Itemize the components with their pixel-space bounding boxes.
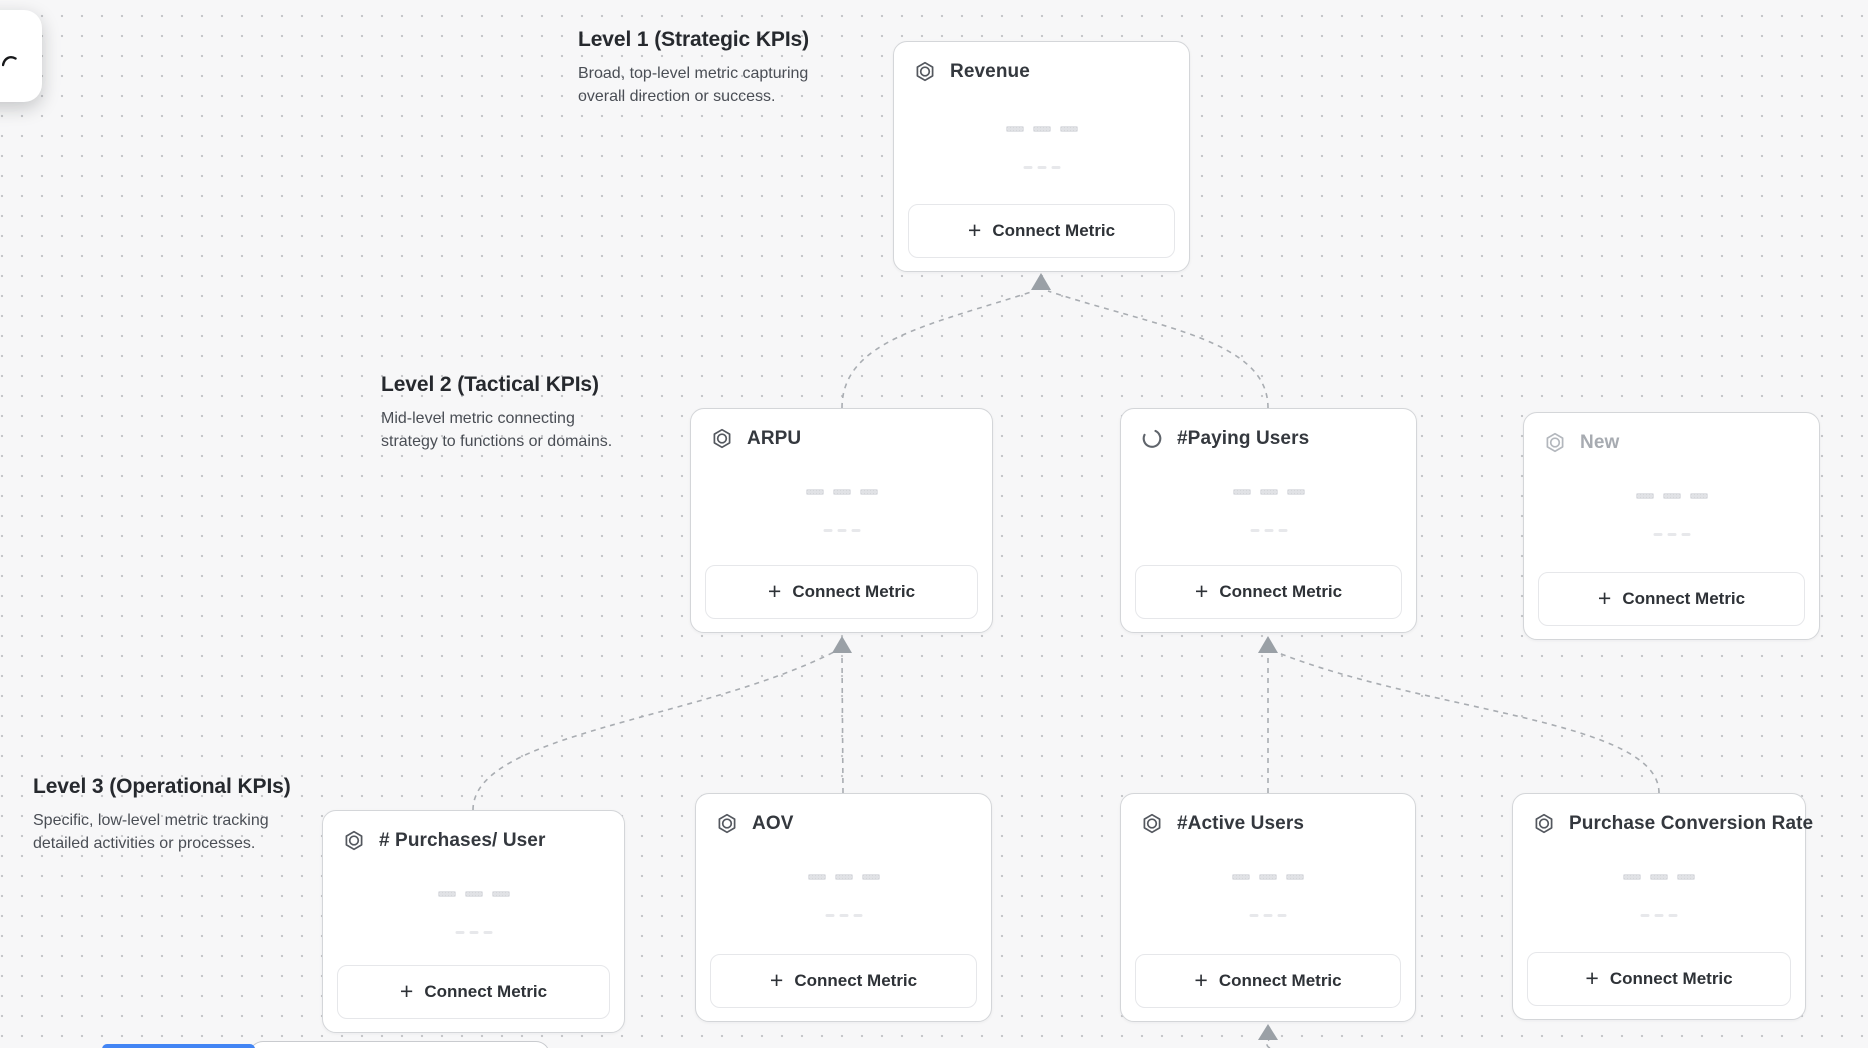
card-header: #Paying Users bbox=[1140, 427, 1309, 451]
metric-card-active-users[interactable]: #Active Users + Connect Metric bbox=[1120, 793, 1416, 1022]
connect-metric-button[interactable]: + Connect Metric bbox=[705, 565, 978, 619]
plus-icon: + bbox=[967, 216, 982, 243]
skeleton-bars bbox=[807, 874, 880, 880]
skeleton-bars bbox=[1232, 489, 1305, 495]
plus-icon: + bbox=[769, 966, 784, 993]
connect-metric-button[interactable]: + Connect Metric bbox=[1135, 954, 1401, 1008]
card-title: Revenue bbox=[950, 61, 1030, 82]
connect-metric-label: Connect Metric bbox=[992, 221, 1116, 240]
connect-metric-label: Connect Metric bbox=[1622, 589, 1746, 608]
metric-card-partial-bottom[interactable] bbox=[249, 1041, 550, 1048]
card-header: Revenue bbox=[913, 60, 1030, 84]
bottom-blue-indicator[interactable] bbox=[102, 1044, 255, 1048]
card-title: Purchase Conversion Rate bbox=[1569, 813, 1814, 834]
connect-metric-button[interactable]: + Connect Metric bbox=[1135, 565, 1402, 619]
metric-card-new[interactable]: New + Connect Metric bbox=[1523, 412, 1820, 640]
hexagon-badge-icon bbox=[1535, 813, 1553, 834]
level-3-title: Level 3 (Operational KPIs) bbox=[33, 775, 291, 798]
skeleton-bars bbox=[1232, 874, 1304, 880]
card-title: #Paying Users bbox=[1177, 428, 1310, 449]
plus-icon: + bbox=[1585, 964, 1599, 991]
plus-icon: + bbox=[1194, 966, 1208, 993]
card-title: AOV bbox=[752, 813, 794, 834]
spinner-icon bbox=[1142, 429, 1162, 448]
level-2-title: Level 2 (Tactical KPIs) bbox=[381, 373, 599, 396]
card-header: AOV bbox=[715, 812, 793, 836]
level-1-title: Level 1 (Strategic KPIs) bbox=[578, 28, 810, 51]
hexagon-badge-icon bbox=[1546, 432, 1564, 453]
skeleton-dashes bbox=[1250, 529, 1287, 532]
metric-card-aov[interactable]: AOV + Connect Metric bbox=[695, 793, 992, 1022]
skeleton-dashes bbox=[1249, 914, 1287, 917]
skeleton-dashes bbox=[1023, 166, 1060, 169]
metric-card-purchase-conversion-rate[interactable]: Purchase Conversion Rate + Connect Metri… bbox=[1512, 793, 1813, 1020]
skeleton-bars bbox=[1635, 493, 1708, 499]
plus-icon: + bbox=[399, 977, 414, 1004]
skeleton-dashes bbox=[823, 529, 860, 532]
card-header: #Active Users bbox=[1140, 812, 1304, 836]
card-title: #Active Users bbox=[1177, 813, 1304, 834]
card-title: ARPU bbox=[747, 428, 802, 449]
plus-icon: + bbox=[1597, 584, 1612, 611]
metric-card-paying-users[interactable]: #Paying Users + Connect Metric bbox=[1120, 408, 1417, 633]
connect-metric-label: Connect Metric bbox=[424, 982, 548, 1001]
level-3-label: Level 3 (Operational KPIs) Specific, low… bbox=[33, 775, 295, 855]
metric-card-arpu[interactable]: ARPU + Connect Metric bbox=[690, 408, 993, 633]
skeleton-bars bbox=[437, 891, 510, 897]
card-title: New bbox=[1580, 432, 1620, 453]
curved-arrow-icon bbox=[2, 56, 17, 67]
floating-panel[interactable] bbox=[0, 10, 42, 102]
card-header: # Purchases/ User bbox=[342, 829, 545, 853]
connect-metric-label: Connect Metric bbox=[1218, 971, 1342, 990]
level-1-label: Level 1 (Strategic KPIs) Broad, top-leve… bbox=[578, 28, 830, 108]
card-title: # Purchases/ User bbox=[379, 830, 546, 851]
card-header: New bbox=[1543, 431, 1619, 455]
metric-card-purchases-per-user[interactable]: # Purchases/ User + Connect Metric bbox=[322, 810, 625, 1033]
card-header: ARPU bbox=[710, 427, 801, 451]
hexagon-badge-icon bbox=[916, 61, 934, 82]
level-3-description: Specific, low-level metric tracking deta… bbox=[33, 812, 269, 853]
hexagon-badge-icon bbox=[345, 830, 363, 851]
connect-metric-label: Connect Metric bbox=[794, 971, 918, 990]
connect-metric-button[interactable]: + Connect Metric bbox=[710, 954, 977, 1008]
connect-metric-label: Connect Metric bbox=[1609, 969, 1733, 988]
plus-icon: + bbox=[1194, 577, 1209, 604]
connect-metric-button[interactable]: + Connect Metric bbox=[908, 204, 1175, 258]
level-1-description: Broad, top-level metric capturing overal… bbox=[578, 65, 809, 106]
skeleton-dashes bbox=[1640, 914, 1678, 917]
connect-metric-button[interactable]: + Connect Metric bbox=[1527, 952, 1791, 1006]
skeleton-dashes bbox=[825, 914, 862, 917]
skeleton-dashes bbox=[455, 931, 492, 934]
connect-metric-button[interactable]: + Connect Metric bbox=[337, 965, 610, 1019]
hexagon-badge-icon bbox=[718, 813, 736, 834]
level-2-label: Level 2 (Tactical KPIs) Mid-level metric… bbox=[381, 373, 627, 453]
level-2-description: Mid-level metric connecting strategy to … bbox=[381, 410, 613, 451]
hexagon-badge-icon bbox=[1143, 813, 1161, 834]
skeleton-dashes bbox=[1653, 533, 1690, 536]
connect-metric-button[interactable]: + Connect Metric bbox=[1538, 572, 1805, 626]
card-header: Purchase Conversion Rate bbox=[1532, 812, 1813, 836]
connect-metric-label: Connect Metric bbox=[1219, 582, 1343, 601]
plus-icon: + bbox=[767, 577, 782, 604]
connect-metric-label: Connect Metric bbox=[792, 582, 916, 601]
skeleton-bars bbox=[1623, 874, 1695, 880]
metric-card-revenue[interactable]: Revenue + Connect Metric bbox=[893, 41, 1190, 272]
hexagon-badge-icon bbox=[713, 428, 731, 449]
skeleton-bars bbox=[805, 489, 878, 495]
skeleton-bars bbox=[1005, 126, 1078, 132]
